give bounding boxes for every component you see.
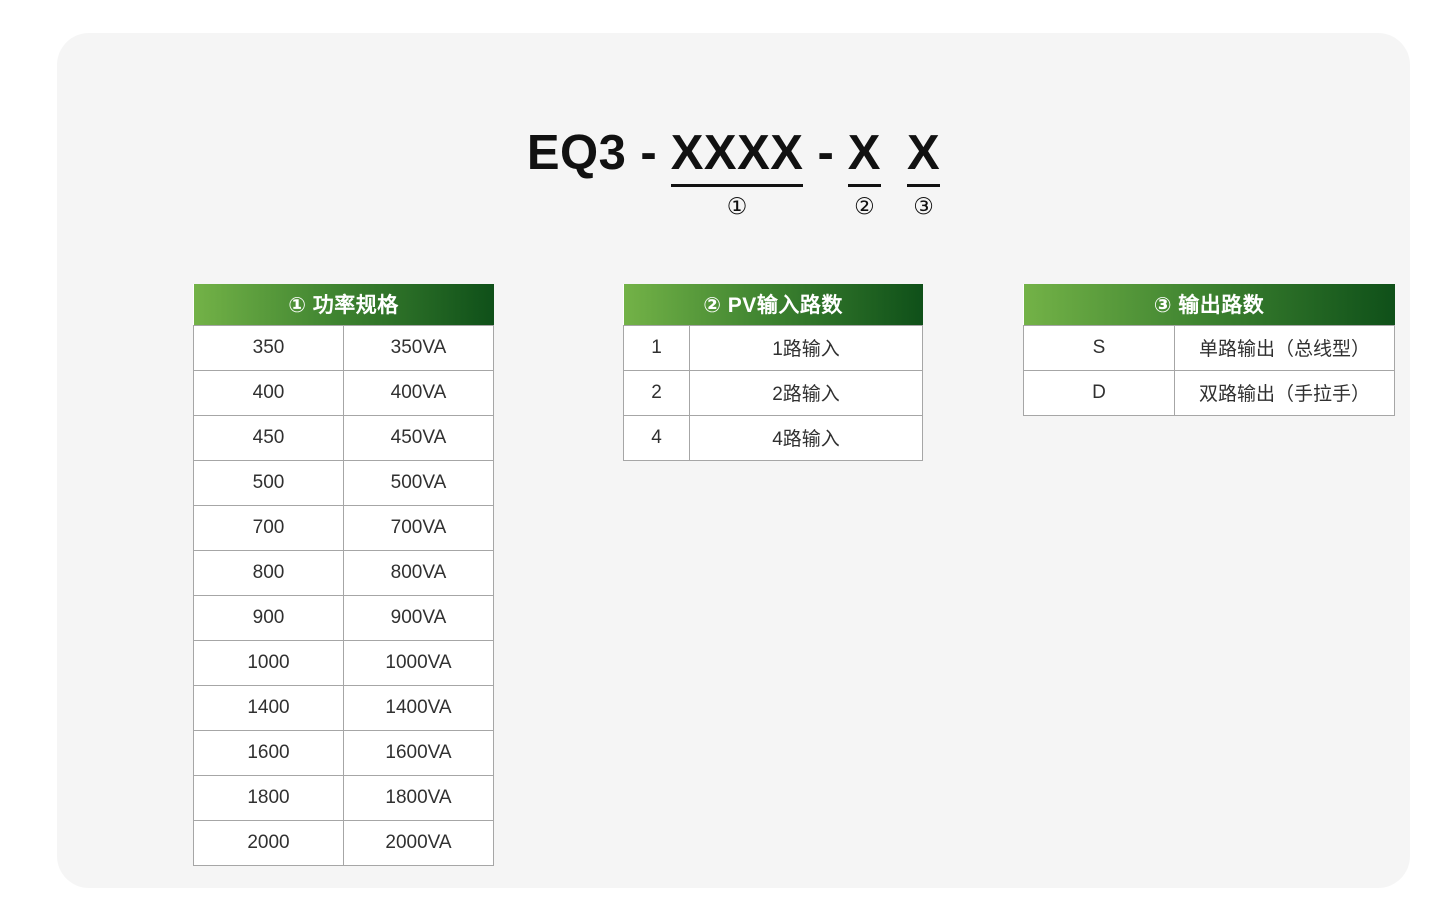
table-header-title: ③ 输出路数 bbox=[1023, 284, 1395, 325]
cell-description: 4路输入 bbox=[688, 414, 924, 461]
cell-code: 1 bbox=[623, 324, 690, 371]
cell-description: 1600VA bbox=[343, 729, 494, 776]
cell-code: 800 bbox=[193, 549, 344, 596]
table-header-row: ③ 输出路数 bbox=[1023, 284, 1395, 325]
cell-description: 单路输出（总线型） bbox=[1174, 324, 1395, 371]
cell-code: 1000 bbox=[193, 639, 344, 686]
cell-code: 900 bbox=[193, 594, 344, 641]
cell-code: D bbox=[1023, 369, 1175, 416]
cell-description: 2000VA bbox=[343, 819, 494, 866]
cell-code: 700 bbox=[193, 504, 344, 551]
cell-code: 2 bbox=[623, 369, 690, 416]
cell-code: 1400 bbox=[193, 684, 344, 731]
cell-description: 800VA bbox=[343, 549, 494, 596]
cell-description: 900VA bbox=[343, 594, 494, 641]
cell-description: 450VA bbox=[343, 414, 494, 461]
cell-description: 双路输出（手拉手） bbox=[1174, 369, 1395, 416]
cell-code: 350 bbox=[193, 324, 344, 371]
table-header-title: ② PV输入路数 bbox=[623, 284, 923, 325]
table-header-row: ② PV输入路数 bbox=[623, 284, 923, 325]
cell-description: 700VA bbox=[343, 504, 494, 551]
cell-code: 4 bbox=[623, 414, 690, 461]
cell-description: 1路输入 bbox=[688, 324, 924, 371]
formula-token: X bbox=[847, 125, 881, 187]
cell-code: 1600 bbox=[193, 729, 344, 776]
cell-description: 1800VA bbox=[343, 774, 494, 821]
cell-description: 1400VA bbox=[343, 684, 494, 731]
formula-marker: ① bbox=[726, 193, 748, 219]
table-header-title: ① 功率规格 bbox=[193, 284, 494, 325]
cell-description: 500VA bbox=[343, 459, 494, 506]
formula-token: X bbox=[906, 125, 941, 187]
formula-marker: ② bbox=[854, 193, 875, 219]
formula-segment: XXXX ① bbox=[670, 125, 804, 219]
cell-code: 450 bbox=[193, 414, 344, 461]
cell-code: S bbox=[1023, 324, 1175, 371]
cell-description: 2路输入 bbox=[688, 369, 924, 416]
cell-description: 400VA bbox=[343, 369, 494, 416]
formula-token: EQ3 bbox=[526, 126, 627, 180]
formula-token: XXXX bbox=[670, 125, 804, 187]
cell-code: 500 bbox=[193, 459, 344, 506]
cell-code: 2000 bbox=[193, 819, 344, 866]
formula-marker: ③ bbox=[913, 193, 934, 219]
cell-code: 1800 bbox=[193, 774, 344, 821]
cell-code: 400 bbox=[193, 369, 344, 416]
formula-dash: - bbox=[817, 126, 834, 180]
cell-description: 350VA bbox=[343, 324, 494, 371]
formula-segment: EQ3 bbox=[527, 125, 627, 213]
formula-dash: - bbox=[640, 126, 657, 180]
table-header-row: ① 功率规格 bbox=[193, 284, 494, 325]
cell-description: 1000VA bbox=[343, 639, 494, 686]
